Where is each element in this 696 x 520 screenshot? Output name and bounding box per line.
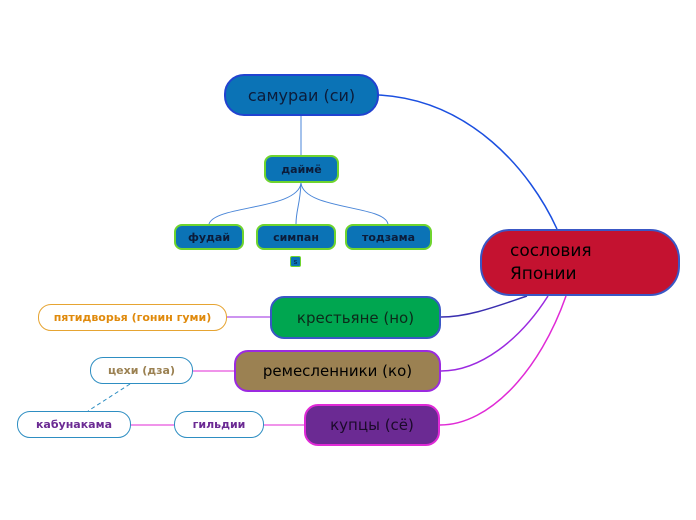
connector-workshops-kabunakama [87,383,131,412]
simpan-node[interactable]: симпан [256,224,336,250]
simpan-label: симпан [273,230,319,244]
simpan-badge-label: s [293,257,298,266]
central-topic-line2: Японии [510,263,577,284]
samurai-label: самураи (си) [247,85,356,105]
peasants-node[interactable]: крестьяне (но) [270,296,441,339]
samurai-node[interactable]: самураи (си) [224,74,379,116]
connector-central-artisans [440,295,549,372]
kabunakama-node[interactable]: кабунакама [17,411,131,438]
fudai-label: фудай [187,230,231,244]
connector-daimyo-todzama [300,182,389,225]
connector-daimyo-fudai [208,182,302,225]
connector-central-merchants [439,295,567,426]
artisans-label: ремесленники (ко) [262,362,413,380]
central-topic-line1: сословия [510,240,592,261]
guilds-label: гильдии [192,418,246,431]
daimyo-node[interactable]: даймё [264,155,339,183]
five-households-label: пятидворья (гонин гуми) [53,311,212,324]
todzama-label: тодзама [361,230,416,244]
daimyo-label: даймё [281,162,322,176]
central-topic-node[interactable]: сословия Японии [480,229,680,296]
todzama-node[interactable]: тодзама [345,224,432,250]
simpan-collapse-badge[interactable]: s [290,256,301,267]
connector-central-samurai [378,94,558,230]
merchants-label: купцы (сё) [330,416,414,434]
guilds-node[interactable]: гильдии [174,411,264,438]
kabunakama-label: кабунакама [35,418,113,431]
workshops-label: цехи (дза) [108,364,175,377]
artisans-node[interactable]: ремесленники (ко) [234,350,441,392]
peasants-label: крестьяне (но) [296,308,415,327]
connector-daimyo-simpan [295,182,302,225]
merchants-node[interactable]: купцы (сё) [304,404,440,446]
five-households-node[interactable]: пятидворья (гонин гуми) [38,304,227,331]
workshops-node[interactable]: цехи (дза) [90,357,193,384]
fudai-node[interactable]: фудай [174,224,244,250]
connector-central-peasants [440,295,528,318]
